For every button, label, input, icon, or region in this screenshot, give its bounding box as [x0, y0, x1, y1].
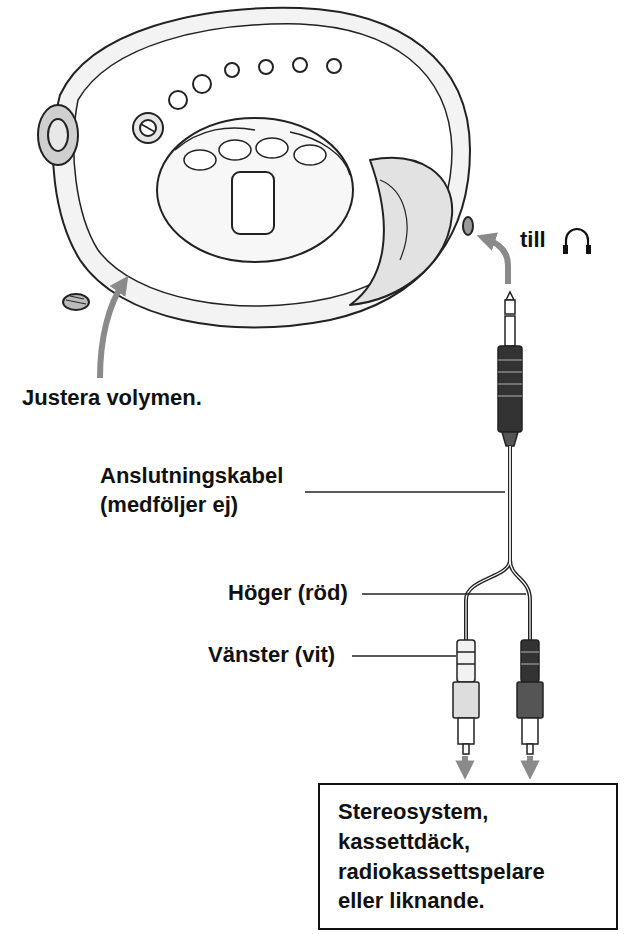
headphone-symbol [563, 245, 568, 254]
leader-line [305, 491, 505, 493]
callout-label: Höger (röd) [228, 579, 348, 608]
output-arrow [527, 756, 533, 772]
cable [466, 446, 510, 640]
cable [510, 446, 530, 640]
cable [510, 446, 530, 640]
device-box: Stereosystem, kassettdäck, radiokassetts… [318, 783, 618, 930]
headphone-symbol [586, 245, 591, 254]
cd-player [38, 8, 473, 328]
mini-jack-plug [498, 292, 522, 446]
headphone-symbol [566, 229, 588, 252]
insert-arrow [484, 238, 508, 284]
rca-plug-red [517, 640, 543, 754]
callout-label: Anslutningskabel (medföljer ej) [100, 462, 330, 519]
leader-line [362, 593, 526, 595]
volume-arrow [100, 282, 124, 378]
leader-line [352, 655, 456, 657]
port-label: till [520, 226, 546, 255]
output-arrow [462, 756, 468, 772]
callout-label: Vänster (vit) [208, 641, 335, 670]
rca-plug-white [453, 640, 479, 754]
cable [466, 446, 510, 640]
box-text: Stereosystem, kassettdäck, radiokassetts… [338, 797, 576, 916]
callout-label: Justera volymen. [22, 384, 202, 413]
